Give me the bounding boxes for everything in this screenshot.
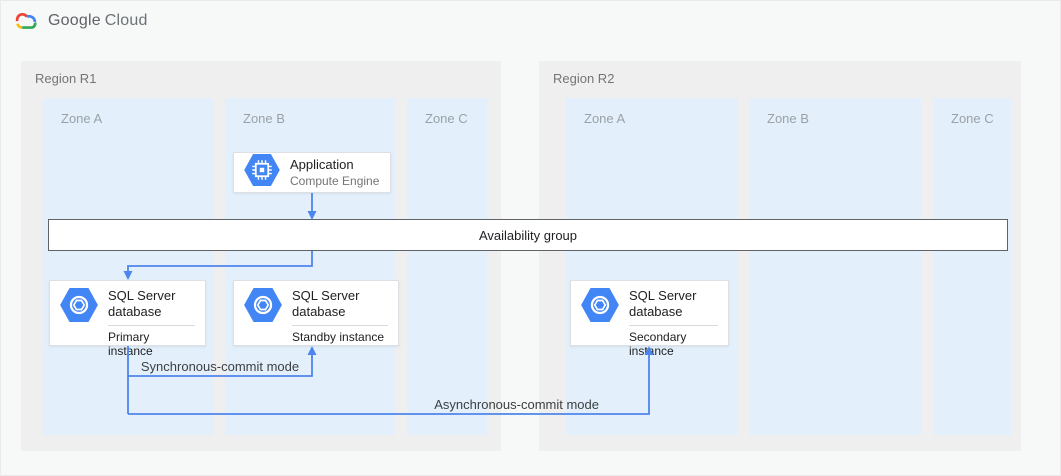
sql-standby-node: SQL Server database Standby instance	[233, 280, 399, 346]
logo-google-word: Google	[48, 11, 101, 29]
sql-standby-title: SQL Server database	[292, 288, 360, 319]
divider	[629, 325, 718, 326]
region-r1: Region R1 Zone A Zone B Zone C	[21, 61, 501, 451]
zone-r1-a: Zone A	[43, 98, 213, 435]
sql-secondary-title: SQL Server database	[629, 288, 697, 319]
zone-r2-a-label: Zone A	[584, 111, 626, 126]
sql-standby-instance-label: Standby instance	[292, 330, 385, 344]
zone-r1-b-label: Zone B	[243, 111, 285, 126]
zone-r2-a: Zone A	[566, 98, 738, 435]
sql-secondary-node: SQL Server database Secondary instance	[570, 280, 729, 358]
zone-r1-b: Zone B	[225, 98, 395, 435]
sql-secondary-content: SQL Server database Secondary instance	[629, 288, 718, 358]
google-cloud-logo-icon	[14, 10, 40, 31]
zone-r2-c-label: Zone C	[951, 111, 994, 126]
zone-r2-b: Zone B	[749, 98, 921, 435]
availability-group-bar: Availability group	[48, 219, 1008, 251]
application-node: Application Compute Engine	[233, 152, 391, 193]
asynchronous-commit-label: Asynchronous-commit mode	[434, 397, 599, 412]
sql-primary-title: SQL Server database	[108, 288, 176, 319]
sql-standby-content: SQL Server database Standby instance	[292, 288, 388, 344]
divider	[292, 325, 388, 326]
zone-r1-c: Zone C	[407, 98, 487, 435]
sql-primary-node: SQL Server database Primary instance	[49, 280, 206, 358]
application-title: Application	[290, 157, 354, 172]
logo-cloud-word: Cloud	[104, 11, 148, 29]
region-r2: Region R2 Zone A Zone B Zone C	[539, 61, 1021, 451]
database-hexagon-icon	[581, 288, 619, 327]
sql-secondary-instance-label: Secondary instance	[629, 330, 687, 358]
zone-r2-c: Zone C	[933, 98, 1011, 435]
compute-engine-hexagon-icon	[244, 154, 280, 191]
sql-primary-content: SQL Server database Primary instance	[108, 288, 195, 358]
divider	[108, 325, 195, 326]
region-r1-label: Region R1	[35, 71, 97, 86]
zone-r1-c-label: Zone C	[425, 111, 468, 126]
sql-primary-instance-label: Primary instance	[108, 330, 153, 358]
region-r2-label: Region R2	[553, 71, 615, 86]
database-hexagon-icon	[60, 288, 98, 327]
database-hexagon-icon	[244, 288, 282, 327]
application-subtitle: Compute Engine	[290, 174, 380, 188]
application-node-content: Application Compute Engine	[290, 157, 380, 188]
zone-r1-a-label: Zone A	[61, 111, 103, 126]
availability-group-label: Availability group	[478, 227, 578, 243]
synchronous-commit-label: Synchronous-commit mode	[140, 359, 300, 374]
zone-r2-b-label: Zone B	[767, 111, 809, 126]
